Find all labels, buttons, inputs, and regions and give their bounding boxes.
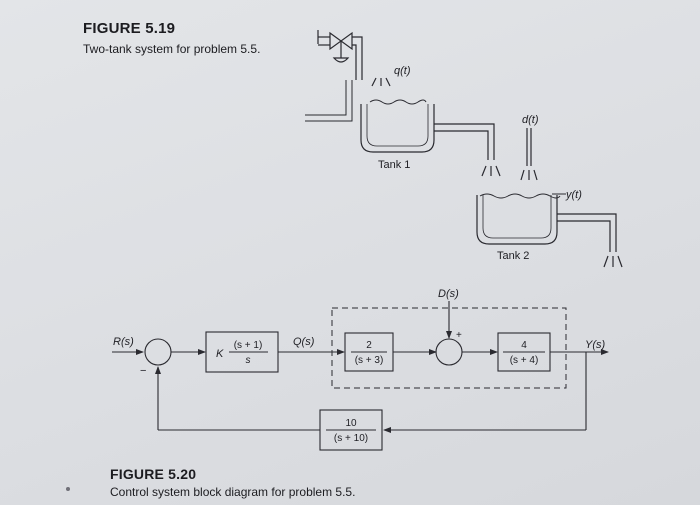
feedback-numerator: 10 <box>345 418 357 429</box>
figure-5-19-title: FIGURE 5.19 <box>83 20 176 37</box>
summing-junction-2 <box>435 338 463 366</box>
flow-splash-icon <box>481 165 501 177</box>
tank1-label: Tank 1 <box>378 159 410 171</box>
outlet-flow-icon <box>603 255 623 268</box>
block2-numerator: 4 <box>521 340 527 351</box>
output-label: Y(s) <box>585 339 606 351</box>
disturbance-label: D(s) <box>438 288 459 300</box>
block1-denominator: (s + 3) <box>355 355 384 366</box>
controller-numerator: (s + 1) <box>234 340 263 351</box>
tank2-label: Tank 2 <box>497 250 529 262</box>
level-label: y(t) <box>565 189 582 201</box>
input-label: R(s) <box>113 336 134 348</box>
bullet-dot <box>66 487 70 491</box>
figure-5-19-caption: Two-tank system for problem 5.5. <box>83 42 261 56</box>
valve-icon <box>329 31 353 63</box>
controller-denominator: s <box>246 355 251 366</box>
block-diagram <box>112 301 609 451</box>
disturbance-plus-sign: + <box>456 330 462 341</box>
outlet-pipe <box>557 213 617 252</box>
controller-gain: K <box>216 348 224 360</box>
disturbance-flow-label: d(t) <box>522 114 539 126</box>
figure-5-20-caption: Control system block diagram for problem… <box>110 485 356 499</box>
q-signal-label: Q(s) <box>293 336 315 348</box>
plant-boundary <box>331 307 567 389</box>
feedback-minus-sign: − <box>140 365 146 377</box>
tank1-icon <box>360 99 435 153</box>
flow-label: q(t) <box>394 65 411 77</box>
feedback-denominator: (s + 10) <box>334 433 368 444</box>
flow-arrow-icon <box>371 77 391 87</box>
inlet-pipe <box>317 30 363 80</box>
disturbance-inflow-icon <box>520 128 538 181</box>
two-tank-diagram <box>305 30 623 268</box>
summing-junction-1 <box>144 338 172 366</box>
figure-5-20-title: FIGURE 5.20 <box>110 466 197 482</box>
connecting-pipe <box>434 123 495 160</box>
tank1-bypass-pipe <box>305 80 353 122</box>
tank2-icon <box>476 193 566 245</box>
block2-denominator: (s + 4) <box>510 355 539 366</box>
block1-numerator: 2 <box>366 340 372 351</box>
